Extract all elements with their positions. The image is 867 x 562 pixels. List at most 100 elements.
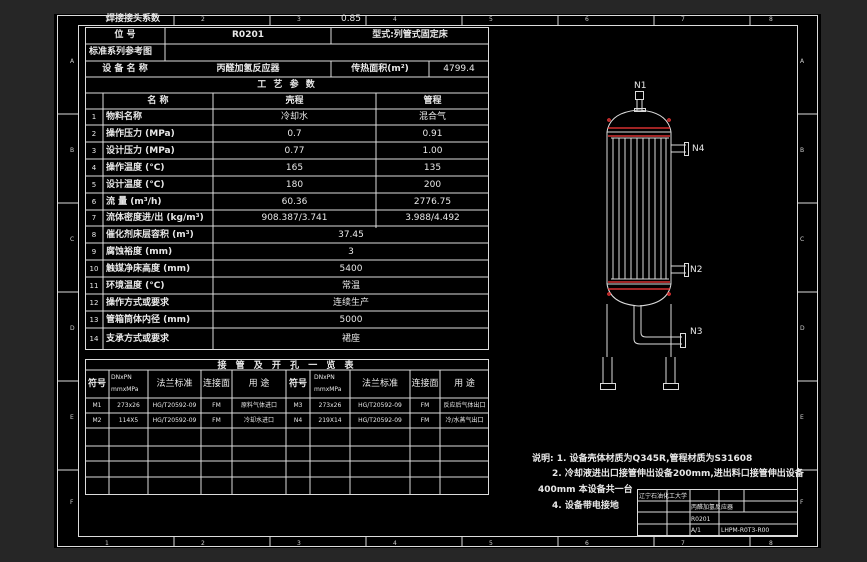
- nozzle-cell-face1: FM: [212, 402, 221, 409]
- param-row-name: 设计压力 (MPa): [106, 146, 175, 156]
- param-row-value: 连续生产: [332, 298, 369, 308]
- nozzle-cell-dn1: 114X5: [118, 417, 139, 424]
- nozzle-cell-flange2: HG/T20592-09: [358, 417, 402, 424]
- nozzle-col-dn: DNxPN: [111, 374, 132, 381]
- param-row-name: 流 量 (m³/h): [106, 197, 162, 207]
- param-col-tube: 管程: [423, 96, 442, 106]
- nozzle-cell-flange1: HG/T20592-09: [152, 402, 197, 409]
- nozzle-col-face: 连接面: [202, 379, 230, 389]
- param-row-name: 焊接接头系数: [106, 14, 161, 24]
- zone-col-5-b: 5: [489, 540, 493, 547]
- param-row-shell: 165: [285, 163, 304, 173]
- param-row-shell: 0.77: [284, 146, 305, 156]
- param-row-name: 催化剂床层容积 (m³): [106, 230, 194, 240]
- item-no-label: 位 号: [114, 30, 136, 40]
- param-row-name: 触媒净床高度 (mm): [106, 264, 191, 274]
- param-row-value: 5000: [339, 315, 363, 325]
- zone-col-7-b: 7: [681, 540, 685, 547]
- zone-row-b-r: B: [800, 147, 805, 154]
- param-row-name: 操作压力 (MPa): [106, 129, 175, 139]
- titleblock-school: 辽宁石油化工大学: [639, 493, 688, 500]
- param-row-shell: 0.7: [287, 129, 302, 139]
- zone-col-1: 1: [105, 16, 109, 23]
- param-row-tube: 2776.75: [413, 197, 452, 207]
- nozzle-cell-use2: 反应后气体出口: [443, 402, 486, 409]
- param-row-no: 14: [89, 335, 99, 343]
- zone-row-d: D: [70, 325, 75, 332]
- nozzle-table-title: 接 管 及 开 孔 一 览 表: [217, 361, 357, 371]
- note-3: 400mm 本设备共一台: [538, 485, 633, 495]
- nozzle-label-n3: N3: [690, 327, 703, 337]
- zone-col-6: 6: [585, 16, 589, 23]
- zone-col-2: 2: [201, 16, 205, 23]
- item-no-value: R0201: [232, 30, 264, 40]
- nozzle-col-face-2: 连接面: [411, 379, 439, 389]
- titleblock-item: R0201: [691, 516, 711, 523]
- nozzle-col-sym-2: 符号: [288, 379, 307, 389]
- zone-col-4: 4: [393, 16, 397, 23]
- nozzle-col-flange: 法兰标准: [156, 379, 193, 389]
- param-row-no: 9: [91, 248, 97, 256]
- param-row-no: 2: [91, 130, 97, 138]
- param-col-name: 名 称: [147, 96, 169, 106]
- nozzle-label-n4: N4: [692, 144, 705, 154]
- param-row-value: 37.45: [338, 230, 364, 240]
- param-col-shell: 壳程: [285, 96, 304, 106]
- param-row-no: 3: [91, 147, 97, 155]
- zone-row-e-r: E: [800, 414, 804, 421]
- zone-col-3: 3: [297, 16, 301, 23]
- nozzle-cell-sym2: M3: [293, 402, 303, 409]
- param-row-name: 操作方式或要求: [106, 298, 170, 308]
- param-row-tube: 混合气: [418, 112, 446, 122]
- param-row-shell: 908.387/3.741: [261, 213, 328, 223]
- nozzle-cell-face2: FM: [420, 417, 430, 424]
- zone-col-4-b: 4: [393, 540, 397, 547]
- nozzle-label-n1: N1: [634, 81, 647, 91]
- equipment-name-value: 丙醛加氢反应器: [216, 64, 280, 74]
- param-row-no: 5: [91, 181, 97, 189]
- zone-col-2-b: 2: [201, 540, 205, 547]
- note-2: 2. 冷却液进出口接管伸出设备200mm,进出料口接管伸出设备: [552, 469, 804, 479]
- param-row-no: 13: [89, 316, 99, 324]
- param-row-shell: 冷却水: [280, 112, 308, 122]
- param-row-no: 10: [89, 265, 99, 273]
- nozzle-cell-flange1: HG/T20592-09: [152, 417, 197, 424]
- titleblock-scale: A/1: [691, 527, 701, 534]
- nozzle-label-n2: N2: [690, 265, 703, 275]
- param-row-value: 常温: [341, 281, 360, 291]
- param-row-name: 物料名称: [106, 112, 143, 122]
- vessel-tubesheets: [607, 118, 671, 296]
- zone-col-3-b: 3: [297, 540, 301, 547]
- param-row-value: 0.85: [340, 14, 362, 24]
- zone-row-b: B: [70, 147, 75, 154]
- standard-series: 标准系列参考图: [89, 47, 153, 57]
- note-1: 说明: 1. 设备壳体材质为Q345R,管程材质为S31608: [532, 454, 753, 464]
- nozzle-cell-dn2: 219X14: [318, 417, 342, 424]
- nozzle-col-flange-2: 法兰标准: [361, 379, 398, 389]
- heat-area-label: 传热面积(m²): [351, 64, 409, 74]
- drawing-sheet: 1 2 3 4 5 6 7 8 1 2 3 4 5 6 7 8 A B C D …: [54, 14, 821, 548]
- nozzle-cell-sym1: M2: [92, 417, 102, 424]
- param-row-value: 3: [348, 247, 354, 257]
- param-row-no: 12: [89, 299, 99, 307]
- param-row-no: 6: [91, 198, 97, 206]
- param-row-tube: 200: [423, 180, 442, 190]
- nozzle-cell-dn2: 273x26: [318, 402, 342, 409]
- param-row-no: 11: [89, 282, 99, 290]
- zone-row-f-r: F: [800, 499, 804, 506]
- param-row-shell: 60.36: [281, 197, 308, 207]
- param-row-name: 操作温度 (°C): [106, 163, 165, 173]
- nozzle-cell-face2: FM: [420, 402, 430, 409]
- heat-area-value: 4799.4: [443, 64, 475, 74]
- param-row-name: 腐蚀裕度 (mm): [106, 247, 173, 257]
- nozzle-col-dn-2: DNxPN: [314, 374, 335, 381]
- process-params-title: 工 艺 参 数: [257, 80, 317, 90]
- nozzle-cell-use1: 冷却水进口: [243, 417, 274, 424]
- drawing-linework: [57, 15, 818, 547]
- zone-col-8-b: 8: [769, 540, 773, 547]
- zone-row-a: A: [70, 58, 75, 65]
- param-row-no: 4: [91, 164, 97, 172]
- zone-row-c: C: [70, 236, 75, 243]
- nozzle-cell-dn1: 273x26: [117, 402, 140, 409]
- zone-row-f: F: [70, 499, 74, 506]
